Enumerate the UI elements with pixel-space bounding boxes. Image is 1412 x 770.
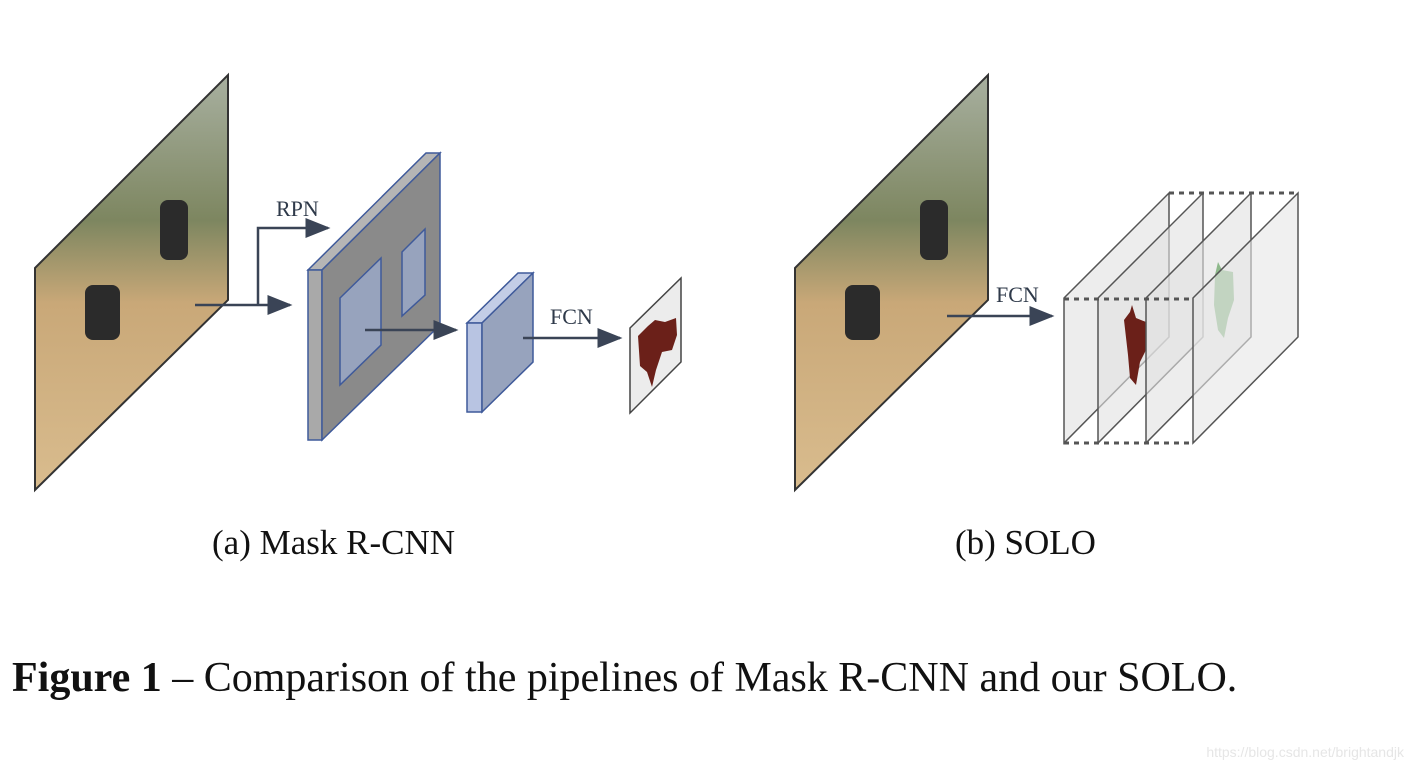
figure-text: – Comparison of the pipelines of Mask R-… [161,655,1238,701]
watermark: https://blog.csdn.net/brightandjk [1206,744,1404,760]
fcn-label-b: FCN [996,282,1039,307]
roi-feature [465,271,535,414]
solo-mask-stack [1063,191,1299,445]
input-image-a [34,72,229,493]
mask-output-a [629,276,682,415]
mask-plane [1192,191,1299,445]
input-arrow-a [195,218,331,315]
caption-solo: (b) SOLO [955,523,1096,562]
fcn-label-a: FCN [550,304,593,329]
rpn-label: RPN [276,196,319,221]
caption-mask-rcnn: (a) Mask R-CNN [212,523,456,562]
zebra-icon [85,200,188,340]
input-image-b [794,72,989,493]
roi-box [339,256,382,387]
feature-map [306,151,442,442]
red-mask [1124,305,1146,385]
roi-box [401,227,426,318]
figure-label: Figure 1 [12,655,162,701]
zebra-icon [845,200,948,340]
figure-caption: Figure 1 – Comparison of the pipelines o… [12,650,1332,706]
